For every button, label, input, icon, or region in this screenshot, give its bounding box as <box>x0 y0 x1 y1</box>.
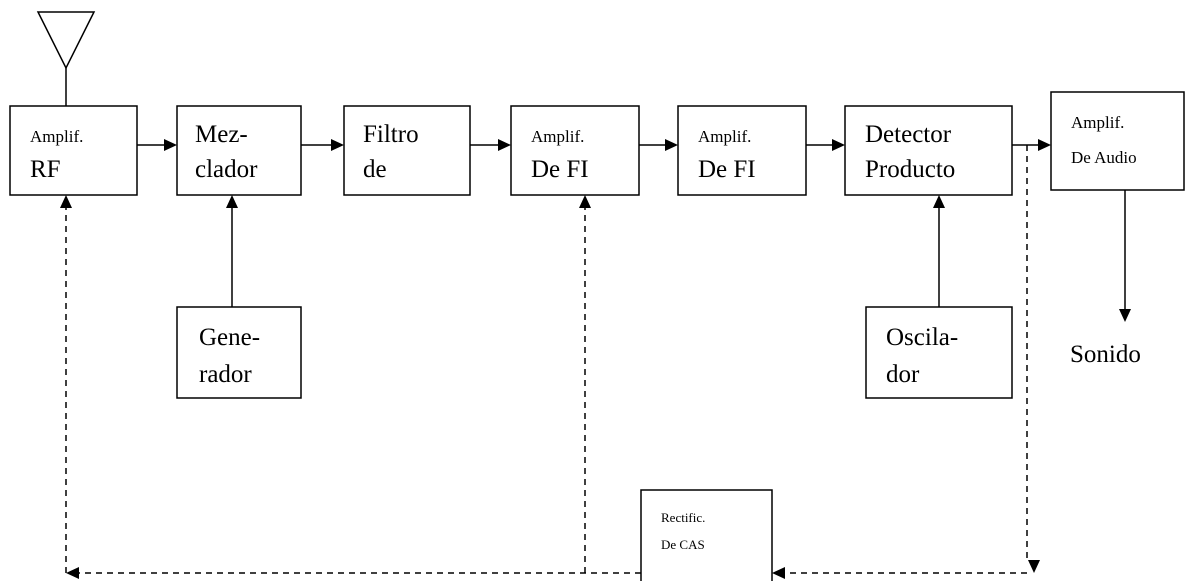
product-detector-label-1: Detector <box>865 121 952 148</box>
signal-arrow-detector-to-audio <box>1012 139 1051 151</box>
mixer-label-2: clador <box>195 156 258 183</box>
agc-line-rectifier-to-left <box>66 567 641 579</box>
audio-amplifier-block: Amplif. De Audio <box>1050 91 1185 191</box>
agc-rectifier-label-2: De CAS <box>661 537 705 552</box>
signal-arrow-if1-to-if2 <box>639 139 678 151</box>
signal-arrow-if2-to-detector <box>806 139 845 151</box>
product-detector-block: Detector Producto <box>844 105 1013 196</box>
if-amplifier-1-block: Amplif. De FI <box>510 105 640 196</box>
if-amplifier-2-label-2: De FI <box>698 156 756 183</box>
signal-arrow-oscillator-to-detector <box>933 195 945 307</box>
if-amplifier-2-label-1: Amplif. <box>698 127 751 146</box>
filter-label-1: Filtro <box>363 121 419 148</box>
filter-label-2: de <box>363 156 387 183</box>
agc-rectifier-block: Rectific. De CAS <box>640 489 773 581</box>
oscillator-label-1: Oscila- <box>886 324 958 351</box>
oscillator-label-2: dor <box>886 361 920 388</box>
if-amplifier-2-block: Amplif. De FI <box>677 105 807 196</box>
rf-amplifier-label-1: Amplif. <box>30 127 83 146</box>
output-sound-label: Sonido <box>1070 341 1141 368</box>
generator-label-2: rador <box>199 361 252 388</box>
audio-amplifier-label-1: Amplif. <box>1071 113 1124 132</box>
product-detector-label-2: Producto <box>865 156 955 183</box>
if-amplifier-1-label-2: De FI <box>531 156 589 183</box>
mixer-label-1: Mez- <box>195 121 248 148</box>
generator-block: Gene- rador <box>176 306 302 399</box>
signal-arrow-rf-to-mixer <box>137 139 177 151</box>
signal-arrow-filter-to-if1 <box>470 139 511 151</box>
rf-amplifier-label-2: RF <box>30 156 61 183</box>
generator-label-1: Gene- <box>199 324 260 351</box>
oscillator-block: Oscila- dor <box>865 306 1013 399</box>
agc-arrow-to-rectifier <box>772 567 1027 579</box>
signal-arrow-generator-to-mixer <box>226 195 238 307</box>
rf-amplifier-block: Amplif. RF <box>9 105 138 196</box>
agc-arrow-to-rf-amplifier <box>60 195 72 573</box>
signal-arrow-mixer-to-filter <box>301 139 344 151</box>
mixer-block: Mez- clador <box>176 105 302 196</box>
agc-arrow-to-if-amplifier <box>579 195 591 573</box>
antenna-icon <box>36 11 96 106</box>
agc-feedback-tap <box>1026 145 1040 573</box>
agc-rectifier-label-1: Rectific. <box>661 510 705 525</box>
signal-arrow-audio-to-output <box>1119 190 1131 322</box>
if-amplifier-1-label-1: Amplif. <box>531 127 584 146</box>
audio-amplifier-label-2: De Audio <box>1071 148 1137 167</box>
filter-block: Filtro de <box>343 105 471 196</box>
